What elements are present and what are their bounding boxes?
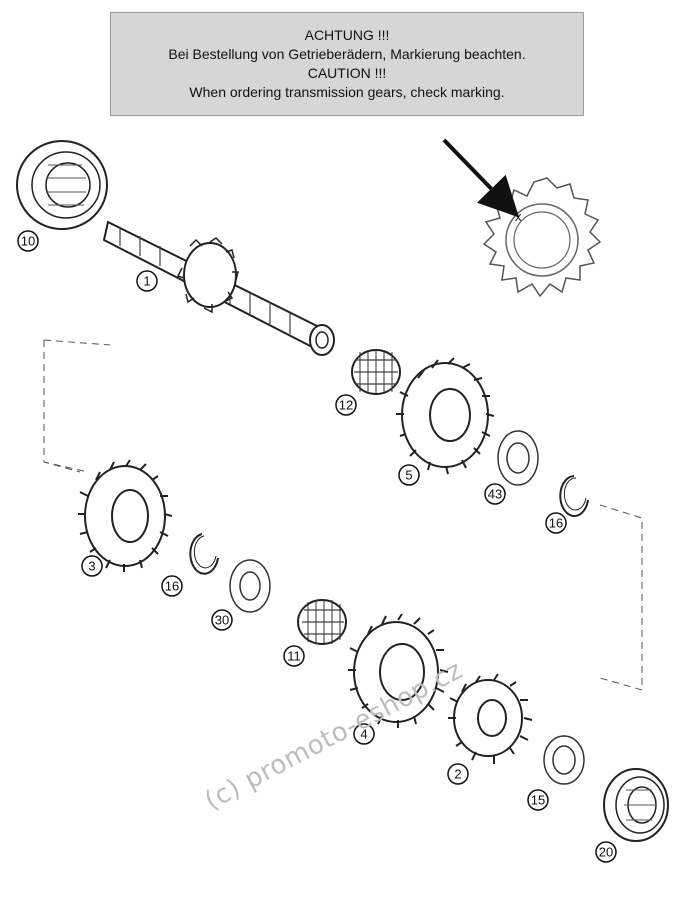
needle-bearing-upper	[351, 349, 401, 395]
callout-20: 20	[595, 841, 617, 863]
callout-3-label: 3	[88, 559, 95, 574]
callout-30-label: 30	[215, 613, 229, 628]
gear-2-part	[448, 673, 533, 764]
marked-gear-detail: x	[442, 138, 602, 298]
notice-line-1: ACHTUNG !!!	[304, 27, 390, 43]
callout-2: 2	[447, 763, 469, 785]
callout-11: 11	[283, 645, 305, 667]
callout-11-label: 11	[287, 649, 301, 664]
callout-5-label: 5	[405, 468, 412, 483]
callout-16-lower-label: 16	[165, 579, 179, 594]
callout-10: 10	[17, 230, 39, 252]
gear-3-part	[78, 459, 173, 572]
callout-3: 3	[81, 555, 103, 577]
gear-4-part	[348, 613, 449, 728]
washer-15	[543, 735, 585, 785]
callout-4: 4	[353, 723, 375, 745]
bearing-part	[16, 140, 108, 230]
bearing-part-lower	[603, 768, 669, 842]
notice-line-3: CAUTION !!!	[307, 65, 387, 81]
assembly-outline-path	[43, 339, 643, 691]
caution-notice: ACHTUNG !!! Bei Bestellung von Getrieber…	[110, 12, 584, 116]
circlip-upper	[559, 475, 589, 517]
thrust-washer-30	[229, 559, 271, 613]
callout-15-label: 15	[531, 793, 545, 808]
callout-43-label: 43	[488, 487, 502, 502]
thrust-washer-43	[497, 430, 539, 486]
callout-2-label: 2	[454, 767, 461, 782]
circlip-lower	[189, 533, 219, 575]
callout-12: 12	[335, 394, 357, 416]
notice-line-4: When ordering transmission gears, check …	[189, 84, 505, 100]
callout-15: 15	[527, 789, 549, 811]
callout-1-label: 1	[143, 274, 150, 289]
notice-line-2: Bei Bestellung von Getrieberädern, Marki…	[168, 46, 526, 62]
callout-20-label: 20	[599, 845, 613, 860]
callout-16-lower: 16	[161, 575, 183, 597]
callout-16-upper: 16	[545, 512, 567, 534]
callout-5: 5	[398, 464, 420, 486]
gear-5-part	[396, 357, 495, 475]
callout-4-label: 4	[360, 727, 367, 742]
assembly-outline	[43, 340, 89, 473]
callout-43: 43	[484, 483, 506, 505]
callout-30: 30	[211, 609, 233, 631]
gear-marking-x: x	[515, 209, 522, 224]
needle-bearing-lower	[297, 599, 347, 645]
callout-16-upper-label: 16	[549, 516, 563, 531]
callout-12-label: 12	[339, 398, 353, 413]
callout-1: 1	[136, 270, 158, 292]
callout-10-label: 10	[21, 234, 35, 249]
marking-arrow	[442, 138, 520, 218]
main-shaft-part	[102, 220, 335, 356]
